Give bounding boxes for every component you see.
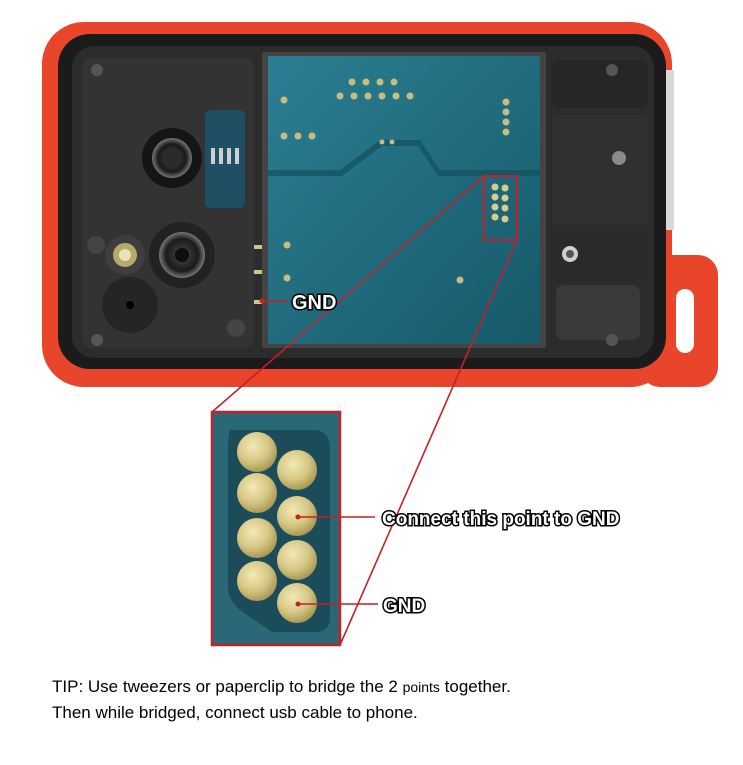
tip-line-2: Then while bridged, connect usb cable to… <box>52 703 418 722</box>
connect-point-marker <box>295 514 301 520</box>
connect-point-label: Connect this point to GND <box>382 509 619 530</box>
pad-zoom-inset <box>210 410 342 647</box>
pcb-board <box>254 52 546 348</box>
zoom-callout-lines <box>211 175 518 646</box>
tip-line-1: TIP: Use tweezers or paperclip to bridge… <box>52 677 511 696</box>
gnd-zoom-label: GND <box>383 596 425 617</box>
camera-module <box>82 58 254 348</box>
annotation-lines <box>300 516 378 605</box>
phone-photo: GND Connect this point to GND GND <box>42 22 718 647</box>
right-compartment <box>552 60 648 346</box>
gnd-phone-label: GND <box>292 292 336 314</box>
tip-instructions: TIP: Use tweezers or paperclip to bridge… <box>52 674 712 725</box>
gnd-point-marker <box>295 601 301 607</box>
gnd-phone-marker <box>259 298 265 304</box>
